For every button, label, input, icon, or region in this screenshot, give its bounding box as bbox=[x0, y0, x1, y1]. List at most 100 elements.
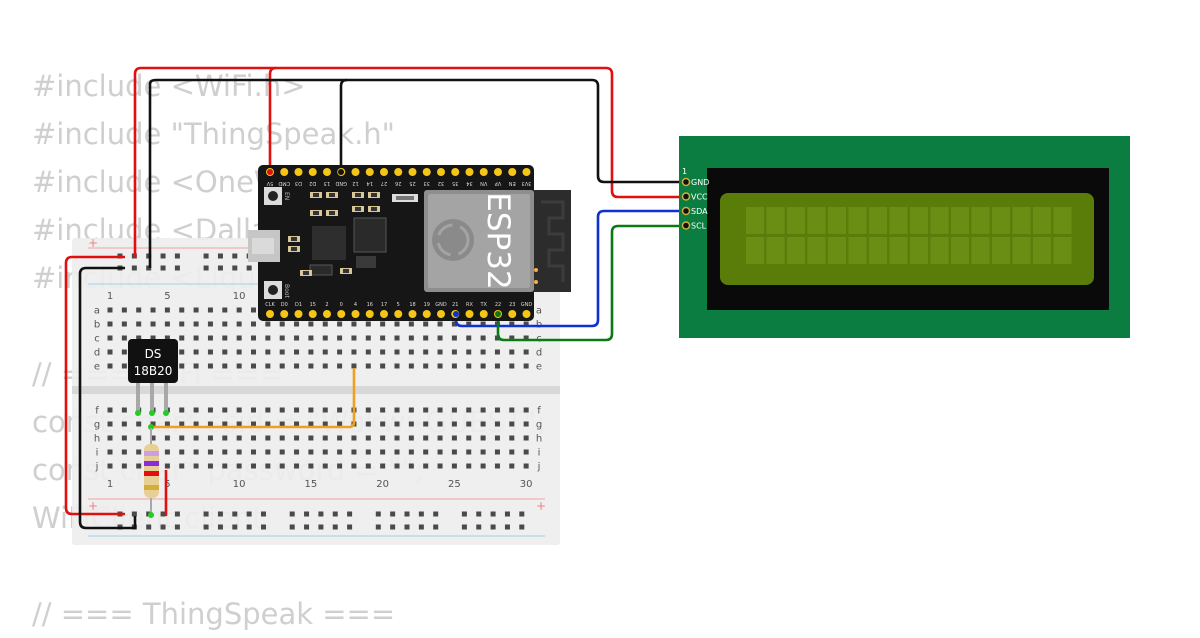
breadboard-hole[interactable] bbox=[279, 349, 285, 355]
rail-hole[interactable] bbox=[246, 511, 252, 517]
rail-hole[interactable] bbox=[289, 524, 295, 530]
breadboard-hole[interactable] bbox=[236, 421, 242, 427]
breadboard-hole[interactable] bbox=[380, 421, 386, 427]
breadboard-hole[interactable] bbox=[308, 335, 314, 341]
breadboard-hole[interactable] bbox=[193, 449, 199, 455]
breadboard-hole[interactable] bbox=[408, 363, 414, 369]
breadboard-hole[interactable] bbox=[322, 335, 328, 341]
breadboard-hole[interactable] bbox=[236, 463, 242, 469]
breadboard-hole[interactable] bbox=[164, 449, 170, 455]
breadboard-hole[interactable] bbox=[265, 321, 271, 327]
breadboard-hole[interactable] bbox=[136, 463, 142, 469]
breadboard-hole[interactable] bbox=[523, 363, 529, 369]
breadboard-hole[interactable] bbox=[236, 449, 242, 455]
breadboard-hole[interactable] bbox=[394, 321, 400, 327]
breadboard-hole[interactable] bbox=[466, 435, 472, 441]
breadboard-hole[interactable] bbox=[423, 435, 429, 441]
rail-hole[interactable] bbox=[261, 524, 266, 530]
breadboard-hole[interactable] bbox=[179, 363, 185, 369]
breadboard-hole[interactable] bbox=[351, 435, 357, 441]
breadboard-hole[interactable] bbox=[523, 463, 529, 469]
breadboard-hole[interactable] bbox=[121, 407, 127, 413]
breadboard-hole[interactable] bbox=[494, 463, 500, 469]
breadboard-hole[interactable] bbox=[279, 335, 285, 341]
esp32-bottom-pin[interactable] bbox=[465, 310, 474, 318]
breadboard-hole[interactable] bbox=[294, 435, 300, 441]
rail-hole[interactable] bbox=[332, 524, 338, 530]
breadboard-hole[interactable] bbox=[308, 421, 314, 427]
breadboard-hole[interactable] bbox=[179, 463, 185, 469]
esp32-top-pin[interactable] bbox=[394, 168, 403, 176]
rail-hole[interactable] bbox=[390, 511, 396, 517]
breadboard-hole[interactable] bbox=[236, 321, 242, 327]
breadboard-hole[interactable] bbox=[193, 463, 199, 469]
breadboard-hole[interactable] bbox=[265, 335, 271, 341]
breadboard-hole[interactable] bbox=[279, 463, 285, 469]
breadboard-hole[interactable] bbox=[480, 421, 486, 427]
breadboard-hole[interactable] bbox=[150, 335, 156, 341]
breadboard-hole[interactable] bbox=[222, 349, 228, 355]
esp32-bottom-pin[interactable] bbox=[380, 310, 388, 318]
breadboard-hole[interactable] bbox=[380, 363, 386, 369]
breadboard-hole[interactable] bbox=[365, 321, 371, 327]
breadboard-hole[interactable] bbox=[193, 435, 199, 441]
breadboard-hole[interactable] bbox=[107, 435, 113, 441]
breadboard-hole[interactable] bbox=[322, 421, 328, 427]
breadboard-hole[interactable] bbox=[107, 407, 113, 413]
breadboard-hole[interactable] bbox=[394, 335, 400, 341]
breadboard-hole[interactable] bbox=[408, 407, 414, 413]
lcd-pin[interactable] bbox=[681, 206, 691, 216]
breadboard-hole[interactable] bbox=[322, 435, 328, 441]
breadboard-hole[interactable] bbox=[136, 307, 142, 313]
breadboard-hole[interactable] bbox=[164, 435, 170, 441]
breadboard-hole[interactable] bbox=[164, 421, 170, 427]
breadboard-hole[interactable] bbox=[179, 421, 185, 427]
esp32-top-pin[interactable] bbox=[365, 168, 374, 176]
breadboard-hole[interactable] bbox=[236, 335, 242, 341]
breadboard-hole[interactable] bbox=[423, 463, 429, 469]
breadboard-hole[interactable] bbox=[337, 349, 343, 355]
breadboard-hole[interactable] bbox=[466, 463, 472, 469]
breadboard-hole[interactable] bbox=[423, 407, 429, 413]
esp32-bottom-pin[interactable] bbox=[422, 310, 431, 318]
rail-hole[interactable] bbox=[504, 511, 510, 517]
breadboard-hole[interactable] bbox=[207, 363, 213, 369]
breadboard-hole[interactable] bbox=[136, 321, 142, 327]
lcd-pin[interactable] bbox=[681, 221, 691, 230]
breadboard-hole[interactable] bbox=[365, 463, 371, 469]
rail-hole[interactable] bbox=[476, 524, 482, 530]
breadboard-hole[interactable] bbox=[308, 463, 314, 469]
breadboard-hole[interactable] bbox=[523, 421, 529, 427]
breadboard-hole[interactable] bbox=[322, 349, 328, 355]
breadboard-hole[interactable] bbox=[365, 449, 371, 455]
esp32-top-pin[interactable] bbox=[280, 168, 289, 176]
breadboard-hole[interactable] bbox=[480, 463, 486, 469]
breadboard-hole[interactable] bbox=[437, 407, 443, 413]
rail-hole[interactable] bbox=[289, 511, 295, 517]
breadboard-hole[interactable] bbox=[523, 449, 529, 455]
esp32-bottom-pin[interactable] bbox=[522, 310, 531, 318]
rail-hole[interactable] bbox=[174, 253, 180, 259]
rail-hole[interactable] bbox=[461, 524, 467, 530]
breadboard-hole[interactable] bbox=[480, 407, 486, 413]
rail-hole[interactable] bbox=[174, 524, 180, 530]
breadboard-hole[interactable] bbox=[509, 321, 515, 327]
breadboard-hole[interactable] bbox=[179, 307, 185, 313]
esp32-bottom-pin[interactable] bbox=[365, 310, 374, 318]
rail-hole[interactable] bbox=[504, 524, 510, 530]
breadboard-hole[interactable] bbox=[480, 335, 486, 341]
breadboard-hole[interactable] bbox=[365, 363, 371, 369]
ds18b20-sensor[interactable]: DS 18B20 bbox=[128, 339, 178, 430]
breadboard-hole[interactable] bbox=[294, 463, 300, 469]
breadboard-hole[interactable] bbox=[251, 435, 256, 441]
breadboard-hole[interactable] bbox=[423, 449, 429, 455]
breadboard-hole[interactable] bbox=[193, 363, 199, 369]
breadboard-hole[interactable] bbox=[509, 335, 515, 341]
breadboard-hole[interactable] bbox=[509, 435, 515, 441]
breadboard-hole[interactable] bbox=[466, 335, 472, 341]
breadboard-hole[interactable] bbox=[179, 349, 185, 355]
breadboard-hole[interactable] bbox=[164, 321, 170, 327]
rail-hole[interactable] bbox=[131, 265, 137, 271]
rail-hole[interactable] bbox=[318, 524, 324, 530]
esp32-top-pin[interactable] bbox=[308, 168, 317, 176]
